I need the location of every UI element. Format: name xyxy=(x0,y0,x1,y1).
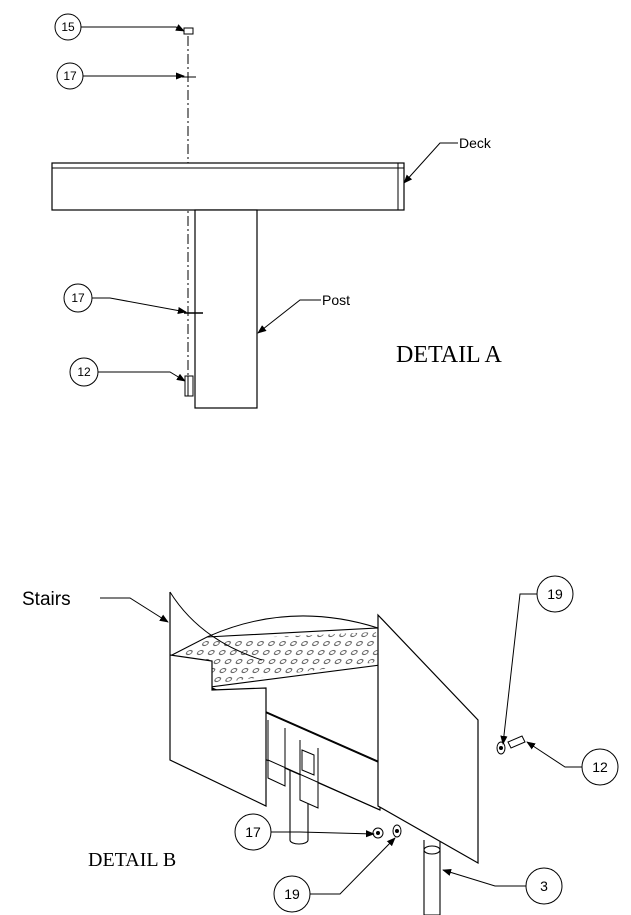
balloon-17-upper: 17 xyxy=(56,62,185,90)
detail-b: Stairs 19 12 17 3 19 xyxy=(22,575,619,915)
svg-text:19: 19 xyxy=(284,886,300,902)
svg-text:15: 15 xyxy=(61,20,75,34)
balloon-15: 15 xyxy=(54,13,185,41)
detail-a: 15 17 Deck 17 Post 12 xyxy=(51,13,503,409)
post-shape xyxy=(194,209,258,409)
bolt-head-top xyxy=(183,27,194,35)
svg-text:3: 3 xyxy=(540,878,548,894)
svg-text:17: 17 xyxy=(245,824,261,840)
svg-text:12: 12 xyxy=(592,759,608,775)
balloon-19-lower: 19 xyxy=(273,837,396,913)
hardware-right xyxy=(496,735,526,755)
balloon-12-detail-a: 12 xyxy=(69,357,186,387)
stairs-callout: Stairs xyxy=(22,589,169,623)
deck-label: Deck xyxy=(459,135,492,151)
balloon-3: 3 xyxy=(442,867,563,905)
svg-text:19: 19 xyxy=(547,586,563,602)
deck-callout: Deck xyxy=(403,135,492,184)
detail-a-title: DETAIL A xyxy=(396,342,503,368)
bolt-lower xyxy=(184,375,194,397)
left-stringer-curve xyxy=(169,591,263,661)
svg-text:17: 17 xyxy=(63,69,77,83)
left-stringer xyxy=(169,592,267,807)
right-stringer xyxy=(377,613,479,865)
balloon-12-detail-b: 12 xyxy=(526,741,619,786)
post-callout: Post xyxy=(257,292,350,334)
deck-shape xyxy=(51,162,405,211)
detail-b-title: DETAIL B xyxy=(88,849,176,871)
balloon-19-upper: 19 xyxy=(500,575,574,745)
hardware-lower xyxy=(372,824,402,839)
svg-text:17: 17 xyxy=(71,291,85,305)
balloon-17-detail-b: 17 xyxy=(234,813,375,851)
post-label: Post xyxy=(322,292,350,308)
svg-text:12: 12 xyxy=(77,365,91,379)
balloon-17-lower: 17 xyxy=(63,283,187,315)
stairs-label: Stairs xyxy=(22,589,71,610)
